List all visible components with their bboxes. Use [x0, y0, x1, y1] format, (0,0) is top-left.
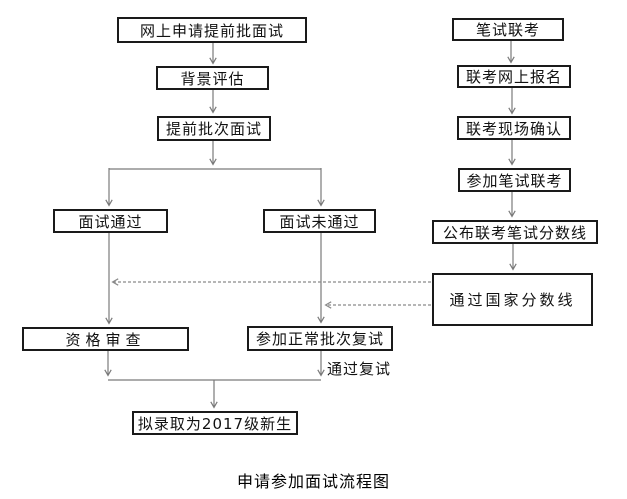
node-early-batch-interview: 提前批次面试: [157, 116, 271, 141]
solid-connectors: [104, 41, 517, 409]
node-pass-national-line: 通过国家分数线: [432, 273, 593, 326]
node-online-apply: 网上申请提前批面试: [117, 17, 307, 43]
node-background-eval: 背景评估: [156, 66, 269, 90]
node-normal-batch-retest: 参加正常批次复试: [247, 326, 393, 351]
edge-label-pass-retest: 通过复试: [327, 360, 392, 378]
node-announce-score-line: 公布联考笔试分数线: [432, 220, 598, 244]
node-joint-online-register: 联考网上报名: [457, 65, 571, 88]
node-written-joint-exam: 笔试联考: [452, 18, 564, 41]
node-admission: 拟录取为2017级新生: [132, 411, 298, 435]
dashed-connectors: [111, 278, 431, 309]
node-interview-failed: 面试未通过: [263, 209, 376, 233]
node-qualification-review: 资格审查: [22, 327, 189, 351]
node-joint-onsite-confirm: 联考现场确认: [457, 116, 571, 140]
node-take-written-exam: 参加笔试联考: [458, 168, 571, 192]
diagram-caption: 申请参加面试流程图: [236, 472, 390, 491]
node-interview-passed: 面试通过: [53, 209, 168, 233]
